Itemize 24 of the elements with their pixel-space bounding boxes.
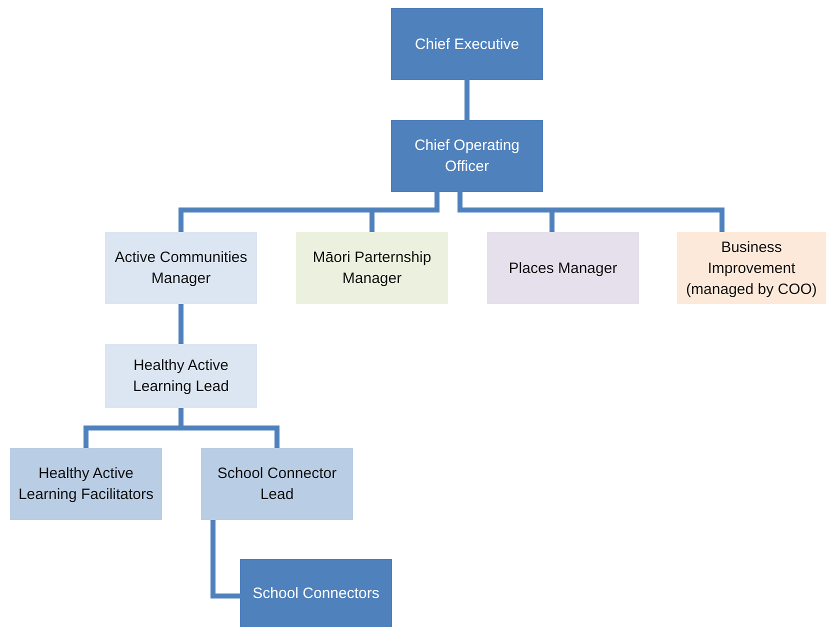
org-box <box>296 232 448 304</box>
role-title: Places Manager <box>508 258 618 278</box>
org-box <box>105 344 257 408</box>
role-title: (managed by COO) <box>686 280 817 300</box>
org-box <box>201 448 353 520</box>
role-title: Healthy Active Learning Lead <box>132 356 230 397</box>
connector-line <box>210 520 240 598</box>
org-box <box>391 120 543 192</box>
role-title: Chief Operating Officer <box>413 136 521 177</box>
role-title: Māori Parternship Manager <box>312 248 432 289</box>
role-title: School Connectors <box>252 584 380 604</box>
role-title: Business Improvement <box>706 238 796 278</box>
org-box <box>677 232 826 304</box>
role-title: Chief Executive <box>414 34 520 54</box>
connector-line <box>464 80 470 120</box>
org-box <box>487 232 639 304</box>
org-box <box>240 559 392 627</box>
org-box <box>105 232 257 304</box>
connector-line <box>178 304 184 344</box>
role-title: School Connector Lead <box>216 464 338 505</box>
role-title: Healthy Active Learning Facilitators <box>17 464 155 505</box>
role-title: Active Communities Manager <box>114 248 248 289</box>
org-box <box>10 448 162 520</box>
org-box <box>391 8 543 80</box>
